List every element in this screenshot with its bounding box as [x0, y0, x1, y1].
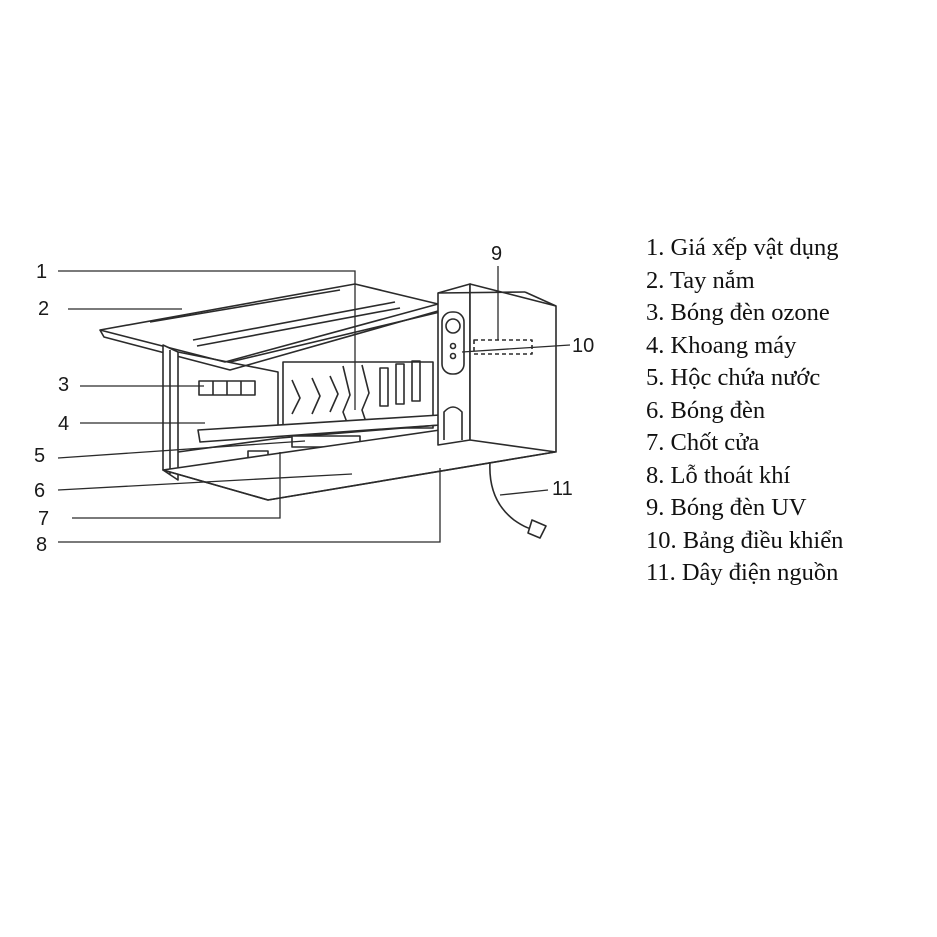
callout-number-5: 5 — [34, 445, 45, 467]
legend-item: 4. Khoang máy — [646, 331, 797, 359]
leader-line-5 — [57, 440, 306, 459]
callout-number-2: 2 — [38, 298, 49, 320]
callout-number-7: 7 — [38, 508, 49, 530]
rack-divider — [361, 364, 370, 426]
power-cord — [489, 461, 539, 531]
leader-line-10 — [461, 344, 571, 353]
control-column-top — [437, 291, 526, 294]
callout-number-6: 6 — [34, 480, 45, 502]
rack-slot — [411, 360, 421, 402]
cabinet-door — [99, 283, 439, 363]
rack-slot — [379, 367, 389, 407]
back-top-edge — [229, 311, 441, 363]
callout-number-10: 10 — [572, 335, 594, 357]
indicator-light — [449, 342, 457, 350]
door-panel-line-2 — [192, 301, 396, 341]
legend-item: 9. Bóng đèn UV — [646, 494, 807, 521]
leader-line-11 — [499, 489, 549, 496]
callout-number-8: 8 — [36, 534, 47, 556]
legend-item: 7. Chốt cửa — [646, 429, 760, 456]
parts-legend: 1. Giá xếp vật dụng 2. Tay nắm 3. Bóng đ… — [646, 232, 843, 590]
rack-slot — [395, 363, 405, 405]
door-panel-line — [149, 289, 341, 323]
cabinet-back-wall — [177, 351, 279, 430]
dish-outline — [311, 377, 321, 415]
legend-item: 8. Lỗ thoát khí — [646, 461, 791, 489]
dish-outline — [329, 375, 339, 413]
leader-lines — [57, 266, 571, 543]
base-outline — [162, 451, 556, 501]
callout-number-9: 9 — [491, 243, 502, 265]
callout-number-3: 3 — [58, 374, 69, 396]
leader-line-8 — [58, 468, 441, 543]
callout-number-1: 1 — [36, 261, 47, 283]
control-column-top-2 — [524, 291, 557, 307]
cabinet-drawing — [99, 283, 557, 539]
legend-item: 5. Hộc chứa nước — [646, 364, 821, 391]
control-knob — [445, 318, 461, 334]
legend-item: 6. Bóng đèn — [646, 396, 766, 424]
control-column-side — [469, 283, 557, 453]
dish-outline — [291, 379, 301, 415]
door-panel-line-3 — [196, 307, 401, 347]
legend-item: 11. Dây điện nguồn — [646, 559, 839, 586]
leader-line-6 — [57, 473, 353, 491]
indicator-light — [449, 352, 457, 360]
callout-number-4: 4 — [58, 413, 69, 435]
legend-item: 3. Bóng đèn ozone — [646, 299, 830, 326]
leader-line-7 — [72, 452, 281, 519]
legend-item: 1. Giá xếp vật dụng — [646, 234, 839, 261]
legend-item: 10. Bảng điều khiển — [646, 526, 844, 554]
side-handle-slot — [443, 406, 463, 440]
power-plug — [527, 519, 547, 539]
legend-item: 2. Tay nắm — [646, 266, 755, 294]
callout-number-11: 11 — [552, 478, 573, 500]
rack-divider — [342, 365, 351, 426]
leader-line-1 — [58, 270, 356, 410]
